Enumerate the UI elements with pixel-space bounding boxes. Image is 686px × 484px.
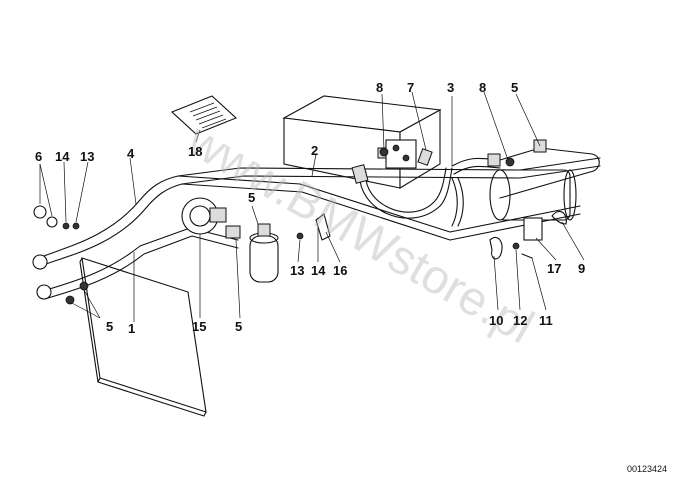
callout-13-mid: 13 bbox=[290, 263, 304, 278]
callout-9: 9 bbox=[578, 261, 585, 276]
condenser bbox=[79, 257, 207, 417]
callout-5-left: 5 bbox=[106, 319, 113, 334]
callout-10: 10 bbox=[489, 313, 503, 328]
callout-7: 7 bbox=[407, 80, 414, 95]
callout-13-left: 13 bbox=[80, 149, 94, 164]
callout-14-mid: 14 bbox=[311, 263, 326, 278]
small-fittings bbox=[32, 147, 567, 305]
callout-12: 12 bbox=[513, 313, 527, 328]
drawing-id: 00123424 bbox=[627, 464, 667, 474]
filter-drier bbox=[249, 223, 279, 283]
part-callouts: 1 2 3 4 5 5 5 5 6 7 8 8 9 10 11 12 13 13… bbox=[35, 80, 585, 336]
callout-16: 16 bbox=[333, 263, 347, 278]
callout-11: 11 bbox=[539, 313, 553, 328]
callout-2: 2 bbox=[311, 143, 318, 158]
bracket-15 bbox=[181, 197, 241, 239]
callout-17: 17 bbox=[547, 261, 561, 276]
callout-3: 3 bbox=[447, 80, 454, 95]
callout-14-left: 14 bbox=[55, 149, 70, 164]
refrigerant-lines bbox=[43, 147, 601, 299]
callout-15: 15 bbox=[192, 319, 206, 334]
leader-lines bbox=[39, 91, 585, 322]
callout-1: 1 bbox=[128, 321, 135, 336]
callout-5-bottom: 5 bbox=[235, 319, 242, 334]
callout-5-right: 5 bbox=[511, 80, 518, 95]
callout-6: 6 bbox=[35, 149, 42, 164]
label-plate bbox=[170, 95, 238, 135]
callout-18: 18 bbox=[188, 144, 202, 159]
callout-4: 4 bbox=[127, 146, 135, 161]
callout-8-right: 8 bbox=[479, 80, 486, 95]
callout-8-left: 8 bbox=[376, 80, 383, 95]
callout-5-filter: 5 bbox=[248, 190, 255, 205]
